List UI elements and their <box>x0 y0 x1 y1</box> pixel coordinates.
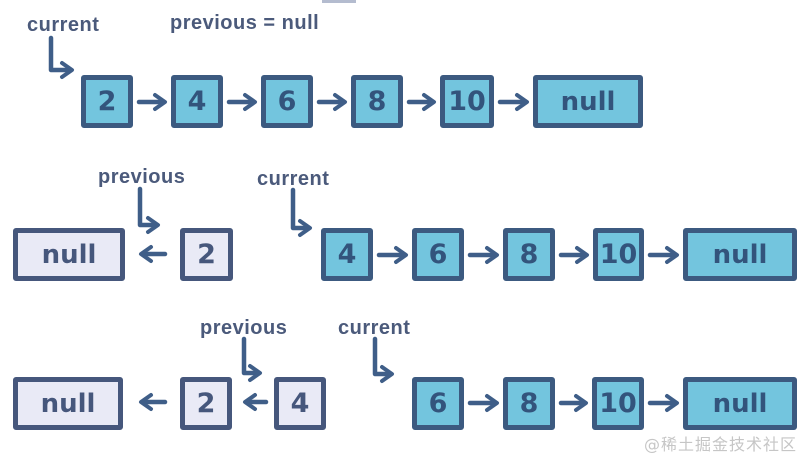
step2-node-8: 8 <box>503 228 555 281</box>
step1-previous-label: previous = null <box>170 12 320 34</box>
step2-node-4: 4 <box>321 228 373 281</box>
step1-node-null: null <box>533 75 643 128</box>
step2-node-6: 6 <box>412 228 464 281</box>
step2-node-10: 10 <box>593 228 644 281</box>
step2-node-null-tail: null <box>683 228 797 281</box>
step3-node-2: 2 <box>180 377 232 430</box>
step3-node-6: 6 <box>412 377 464 430</box>
step3-previous-label: previous <box>200 317 288 339</box>
crop-artifact <box>322 0 356 3</box>
step2-previous-label: previous <box>98 166 186 188</box>
step2-current-label: current <box>257 168 330 190</box>
step3-node-4: 4 <box>274 377 326 430</box>
step1-node-8: 8 <box>351 75 403 128</box>
step1-node-2: 2 <box>81 75 133 128</box>
step3-node-null-head: null <box>13 377 123 430</box>
step3-current-pointer-arrow <box>372 336 394 383</box>
watermark-text: @稀土掘金技术社区 <box>644 435 798 454</box>
step1-node-6: 6 <box>261 75 313 128</box>
step2-node-null-head: null <box>13 228 125 281</box>
step1-current-label: current <box>27 14 100 36</box>
step3-previous-pointer-arrow <box>241 336 262 382</box>
step1-current-pointer-arrow <box>48 35 74 79</box>
step2-previous-pointer-arrow <box>137 186 160 234</box>
step2-current-pointer-arrow <box>290 187 312 237</box>
step3-node-null-tail: null <box>683 377 797 430</box>
step3-current-label: current <box>338 317 411 339</box>
step3-node-8: 8 <box>503 377 555 430</box>
step2-node-2: 2 <box>180 228 233 281</box>
step3-node-10: 10 <box>592 377 644 430</box>
step1-node-4: 4 <box>171 75 223 128</box>
step1-node-10: 10 <box>440 75 494 128</box>
